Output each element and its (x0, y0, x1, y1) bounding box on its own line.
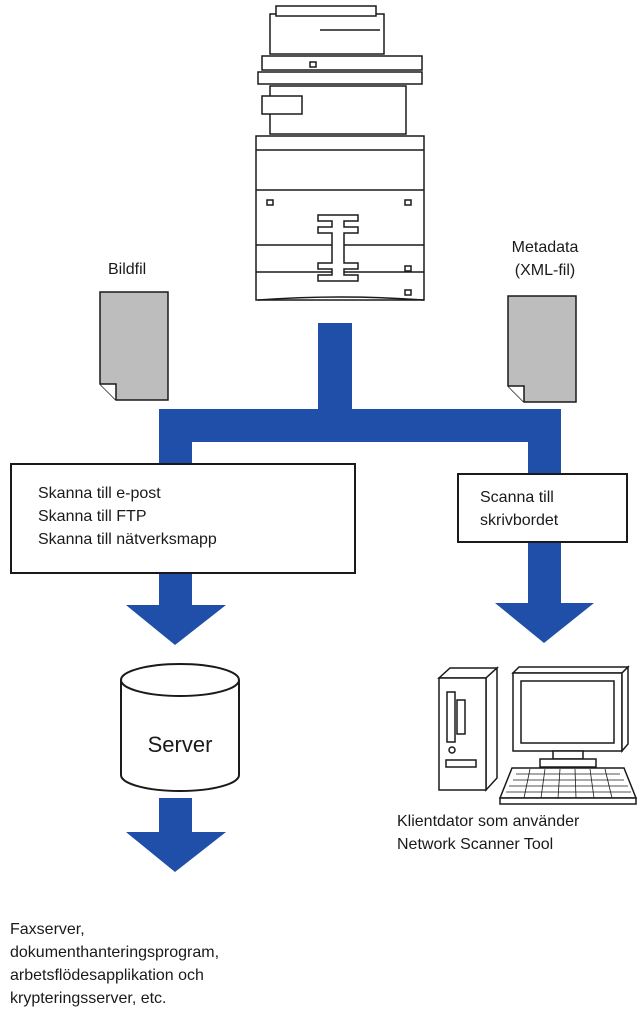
client-computer-label: Klientdator som använder Network Scanner… (397, 810, 642, 856)
printer-icon (255, 5, 425, 301)
footer-line-2: dokumenthanteringsprogram, (10, 944, 220, 961)
document-icon (507, 295, 577, 403)
footer-line-4: krypteringsserver, etc. (10, 990, 167, 1007)
client-label-line2: Network Scanner Tool (397, 836, 554, 853)
server-label: Server (147, 732, 213, 757)
flow-connector (126, 323, 594, 872)
scan-to-desktop-line1: Scanna till (480, 489, 554, 506)
scan-to-desktop-line2: skrivbordet (480, 512, 559, 529)
footer-line-1: Faxserver, (10, 921, 85, 938)
downstream-services-text: Faxserver, dokumenthanteringsprogram, ar… (10, 918, 330, 1010)
computer-icon (437, 665, 638, 805)
client-label-line1: Klientdator som använder (397, 813, 580, 830)
image-file-label: Bildfil (108, 261, 147, 278)
scan-to-ftp-text: Skanna till FTP (38, 508, 147, 525)
database-icon (120, 663, 240, 792)
metadata-label: Metadata (XML-fil) (500, 236, 590, 282)
scan-to-desktop-box: Scanna till skrivbordet (457, 473, 628, 543)
metadata-label-line2: (XML-fil) (514, 262, 576, 279)
document-icon (99, 291, 169, 401)
scan-to-network-folder-text: Skanna till nätverksmapp (38, 531, 217, 548)
metadata-label-line1: Metadata (511, 239, 579, 256)
scan-destinations-box: Skanna till e-post Skanna till FTP Skann… (10, 463, 356, 574)
footer-line-3: arbetsflödesapplikation och (10, 967, 204, 984)
scan-to-email-text: Skanna till e-post (38, 485, 161, 502)
